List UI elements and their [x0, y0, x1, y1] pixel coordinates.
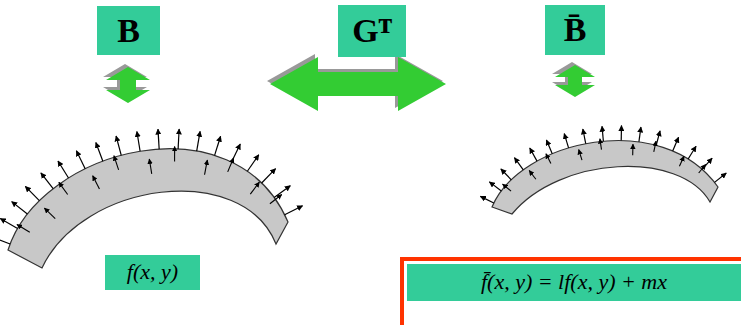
normal-vector	[262, 169, 276, 183]
normal-vector	[41, 173, 53, 189]
field-vector	[17, 224, 30, 232]
normal-vector	[96, 142, 103, 161]
normal-vector	[530, 148, 537, 161]
label-text: B̄	[564, 11, 587, 48]
field-vector	[228, 158, 234, 172]
formula-label: f̄(x, y) = lf(x, y) + mx	[407, 264, 741, 301]
double-arrow	[555, 65, 595, 97]
normal-vector	[715, 173, 727, 182]
body-shape	[8, 149, 288, 268]
normal-vector	[247, 155, 258, 171]
body-shape	[492, 141, 718, 214]
normal-vector	[489, 182, 501, 191]
normal-vector	[656, 131, 660, 145]
normal-vector	[583, 129, 586, 144]
field-vector	[114, 156, 119, 170]
normal-vector	[639, 127, 641, 142]
normal-vector	[501, 169, 511, 180]
field-vector	[579, 150, 582, 161]
field-vector	[59, 182, 68, 194]
normal-vector	[514, 158, 523, 170]
normal-vector	[564, 134, 568, 148]
transform-arrow	[270, 57, 446, 111]
normal-vector	[76, 151, 85, 169]
function-label: f(x, y)	[105, 255, 200, 290]
label-text: f(x, y)	[127, 260, 178, 284]
label-text: B	[117, 12, 140, 49]
normal-vector	[602, 126, 603, 141]
normal-vector	[274, 186, 290, 198]
normal-vector	[178, 129, 179, 149]
field-vector	[679, 156, 684, 166]
matrix-label: B	[97, 6, 160, 55]
label-text: f̄(x, y) = lf(x, y) + mx	[481, 270, 667, 294]
field-vector	[270, 195, 282, 204]
normal-vector	[58, 161, 69, 178]
field-vector	[250, 182, 259, 194]
normal-vector	[546, 140, 552, 154]
normal-vector	[25, 186, 39, 200]
field-vector	[205, 160, 208, 175]
normal-vector	[0, 237, 10, 244]
normal-vector	[0, 218, 17, 228]
double-arrow	[106, 67, 150, 103]
field-vector	[600, 139, 602, 150]
operator-label: Gᵀ	[338, 5, 406, 57]
field-vector	[93, 176, 100, 189]
normal-vector	[688, 146, 696, 159]
field-vector	[503, 184, 511, 191]
normal-vector	[285, 206, 303, 215]
field-vector	[44, 208, 55, 218]
field-vector	[149, 159, 151, 174]
matrix-label: B̄	[545, 5, 605, 55]
normal-vector	[137, 132, 140, 152]
normal-vector	[158, 129, 159, 149]
field-vector	[632, 144, 633, 155]
field-vector	[174, 147, 175, 162]
highlight-frame	[402, 259, 741, 325]
normal-vector	[215, 136, 221, 155]
field-vector	[529, 170, 536, 179]
field-vector	[699, 164, 706, 173]
normal-vector	[12, 202, 28, 214]
field-vector	[654, 141, 656, 152]
label-text: Gᵀ	[352, 12, 392, 49]
normal-vector	[197, 131, 200, 151]
normal-vector	[116, 136, 121, 155]
field-vector	[546, 154, 551, 164]
normal-vector	[480, 196, 493, 203]
normal-vector	[621, 126, 622, 141]
normal-vector	[673, 137, 679, 151]
